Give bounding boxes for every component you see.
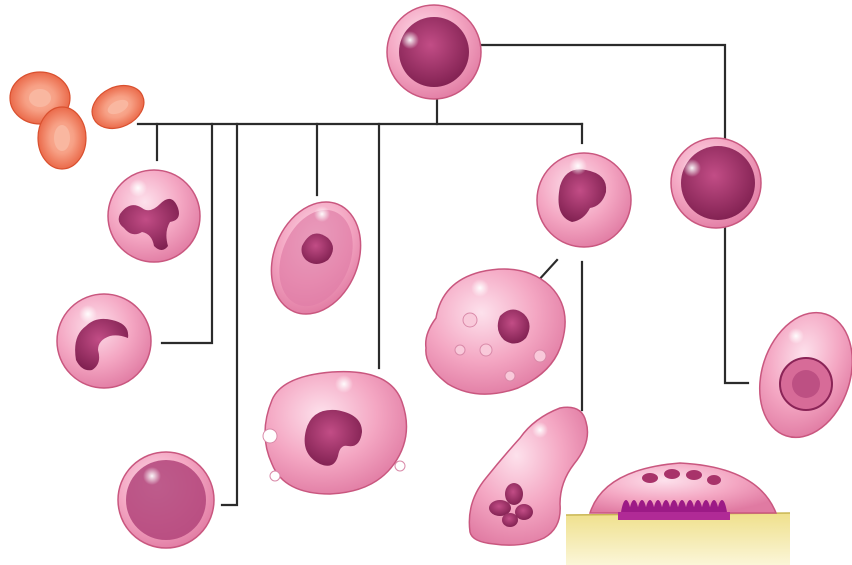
connector-lymphoid-branch [482, 45, 725, 140]
mast-cell [263, 372, 407, 494]
erythrocyte [85, 77, 151, 136]
erythrocyte [38, 107, 86, 169]
bone-resorption-illustration [566, 463, 790, 565]
basophil [118, 452, 214, 548]
band-neutrophil [57, 294, 151, 388]
lineage-connectors [138, 45, 748, 505]
plasma-cell [744, 301, 852, 450]
connector-basophil [222, 124, 237, 505]
monocyte [537, 153, 631, 247]
neutrophil [108, 170, 200, 262]
lymphocyte [671, 138, 761, 228]
erythrocyte-group [10, 72, 151, 169]
connector-plasma-cell [725, 228, 748, 383]
stem-cell [387, 5, 481, 99]
macrophage [426, 269, 565, 394]
eosinophil [255, 188, 376, 327]
